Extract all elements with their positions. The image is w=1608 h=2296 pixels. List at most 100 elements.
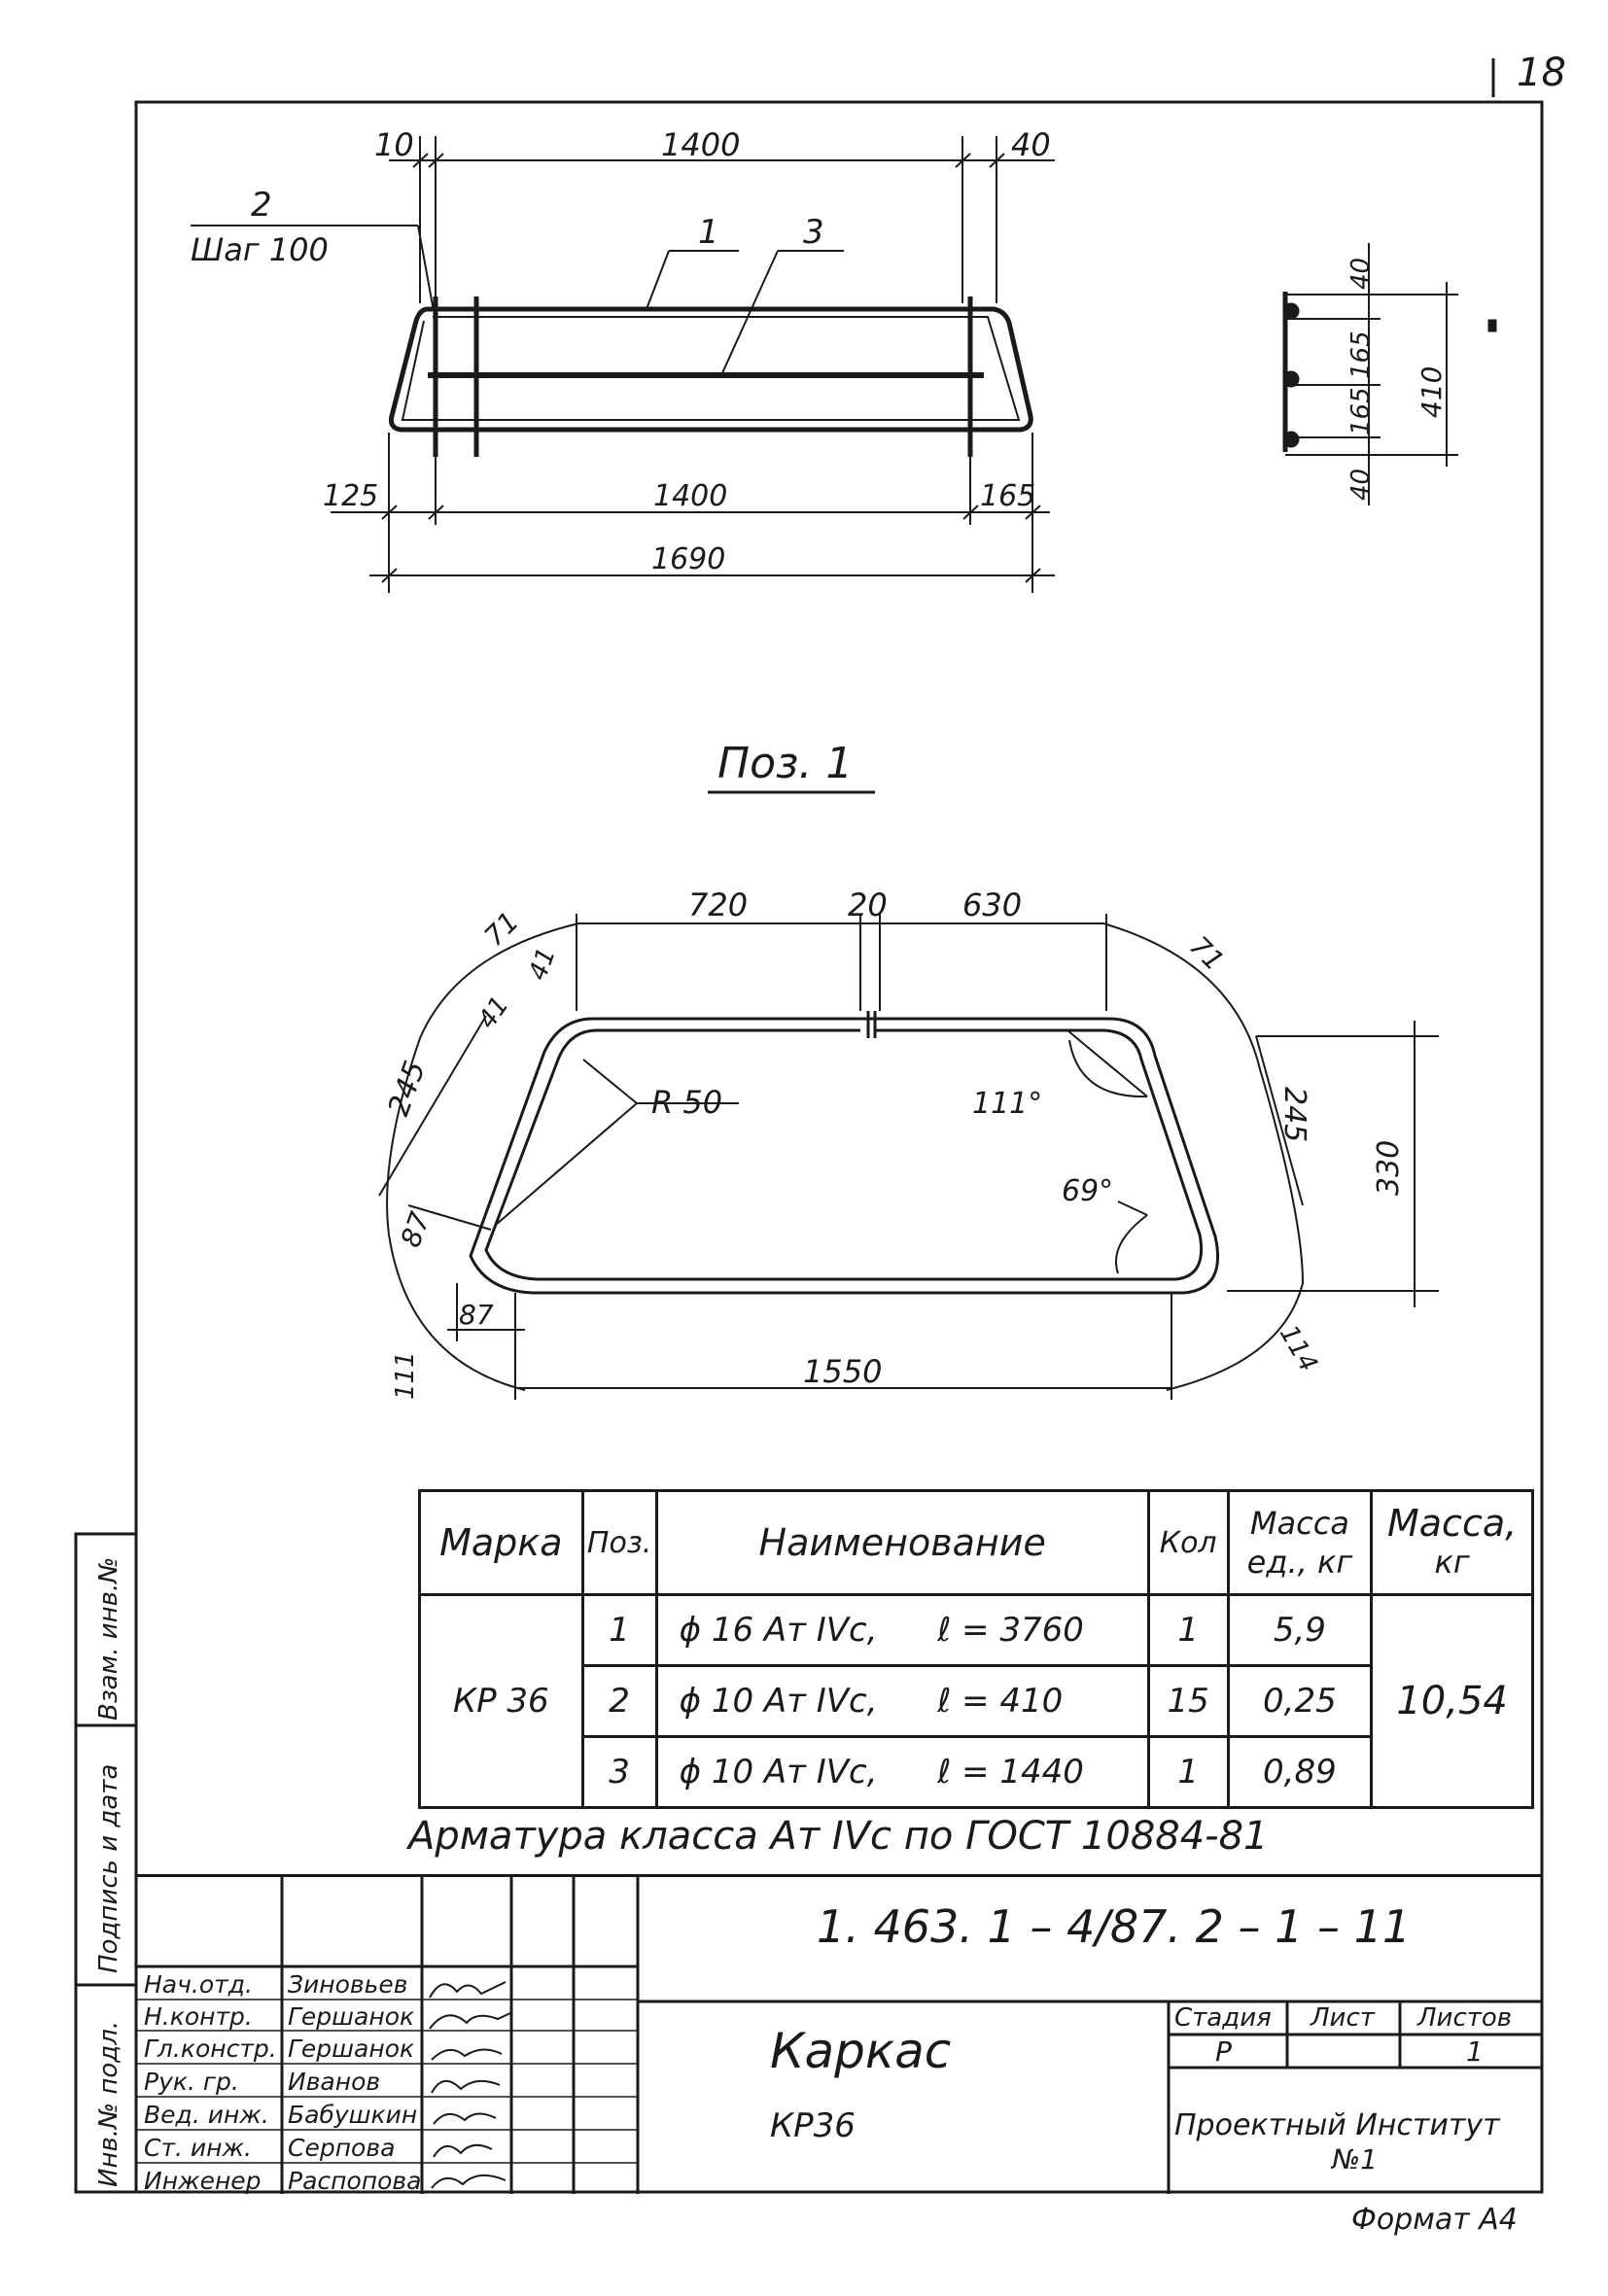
dim-71-right: 71: [1183, 930, 1231, 978]
dim-330: 330: [1372, 1140, 1406, 1196]
cell-pos: 2: [580, 1664, 658, 1738]
person-name: Иванов: [288, 2068, 381, 2096]
cell-mark: КР 36: [418, 1593, 584, 1809]
section-dim-40-bottom: 40: [1346, 469, 1376, 501]
dim-111-corner: 111: [391, 1351, 420, 1400]
person-row: Вед. инж. Бабушкин: [136, 2099, 642, 2131]
title-block: Нач.отд. Зиновьев Н.контр. Гершанок Гл.к…: [136, 1874, 1542, 2197]
dim-1550: 1550: [803, 1353, 882, 1390]
dim-top-10: 10: [374, 126, 414, 163]
stamp-inv-no: Инв.№ подл.: [94, 2021, 123, 2187]
person-name: Распопова: [288, 2167, 422, 2195]
section-dim-165b: 165: [1346, 387, 1376, 435]
header-unit-mass-line2: ед., кг: [1246, 1544, 1353, 1581]
angle-69: 69°: [1062, 1174, 1113, 1208]
stamp-signature: Подпись и дата: [94, 1764, 123, 1973]
header-mass-line2: кг: [1434, 1544, 1470, 1581]
cell-total-mass: 10,54: [1370, 1593, 1534, 1809]
cell-unit-mass: 5,9: [1226, 1593, 1374, 1667]
sheets-label: Листов: [1417, 2003, 1513, 2033]
table-row: 2 ϕ 10 Ат IVс, ℓ = 410 15 0,25: [420, 1664, 1533, 1738]
person-row: Ст. инж. Серпова: [136, 2132, 642, 2164]
drawing-mark: КР36: [770, 2106, 856, 2145]
sheet-frame: [134, 100, 1544, 2194]
person-row: Гл.констр. Гершанок: [136, 2033, 642, 2065]
sheets-value: 1: [1466, 2035, 1484, 2068]
person-name: Гершанок: [288, 2002, 415, 2031]
header-unit-mass: Масса ед., кг: [1226, 1489, 1374, 1596]
header-mass: Масса, кг: [1370, 1489, 1534, 1596]
cell-pos: 1: [580, 1593, 658, 1667]
stage-label: Стадия: [1174, 2003, 1272, 2033]
reinforcement-note: Арматура класса Ат IVс по ГОСТ 10884-81: [408, 1814, 1269, 1859]
document-code: 1. 463. 1 – 4/87. 2 – 1 – 11: [817, 1900, 1412, 1953]
table-row: КР 36 1 ϕ 16 Ат IVс, ℓ = 3760 1 5,9 10,5…: [418, 1593, 1534, 1809]
header-pos: Поз.: [580, 1489, 658, 1596]
organization-line1: Проектный Институт: [1174, 2108, 1500, 2142]
leader-1: 1: [698, 213, 719, 252]
dim-245-left: 245: [382, 1057, 433, 1121]
cell-name-bar: ϕ 10 Ат IVс,: [679, 1753, 878, 1792]
dim-radius: R 50: [651, 1084, 722, 1121]
section-dim-40-top: 40: [1346, 258, 1376, 290]
sheet-label: Лист: [1311, 2003, 1375, 2033]
person-name: Бабушкин: [288, 2101, 418, 2129]
person-role: Гл.констр.: [144, 2035, 277, 2063]
cell-name-length: ℓ = 1440: [937, 1753, 1084, 1792]
cell-qty: 1: [1146, 1735, 1230, 1809]
cell-qty: 1: [1146, 1593, 1230, 1667]
header-mark: Марка: [418, 1489, 584, 1596]
person-role: Нач.отд.: [144, 1970, 253, 1999]
dim-bottom-1400: 1400: [653, 479, 727, 513]
leader-2-text: Шаг 100: [191, 231, 329, 268]
header-qty: Кол: [1146, 1489, 1230, 1596]
person-row: Нач.отд. Зиновьев: [136, 1968, 642, 2000]
stage-value: Р: [1215, 2035, 1232, 2068]
format-label: Формат А4: [1351, 2203, 1518, 2237]
person-role: Н.контр.: [144, 2002, 253, 2031]
person-role: Ст. инж.: [144, 2134, 252, 2162]
dim-total-1690: 1690: [651, 542, 725, 576]
drawing-2: [378, 914, 1439, 1400]
leader-3: 3: [803, 213, 824, 252]
person-name: Гершанок: [288, 2035, 415, 2063]
specification-table: Марка Поз. Наименование Кол Масса ед., к…: [418, 1489, 1534, 1809]
cell-pos: 3: [580, 1735, 658, 1809]
dim-114-corner: 114: [1274, 1321, 1323, 1377]
dim-720: 720: [688, 887, 748, 923]
header-unit-mass-line1: Масса: [1249, 1505, 1349, 1542]
dim-87-bottom: 87: [459, 1299, 494, 1331]
table-header-row: Марка Поз. Наименование Кол Масса ед., к…: [418, 1489, 1534, 1596]
header-name: Наименование: [654, 1489, 1150, 1596]
cell-name: ϕ 10 Ат IVс, ℓ = 410: [654, 1664, 1150, 1738]
dim-top-1400: 1400: [661, 126, 740, 163]
person-role: Рук. гр.: [144, 2068, 239, 2096]
cell-name-bar: ϕ 10 Ат IVс,: [679, 1682, 878, 1721]
person-role: Вед. инж.: [144, 2101, 269, 2129]
cell-name-length: ℓ = 410: [937, 1682, 1064, 1721]
dim-87-left: 87: [395, 1207, 437, 1251]
dim-gap-20: 20: [848, 887, 888, 923]
title-block-grid: [136, 1877, 1542, 2194]
cell-name-bar: ϕ 16 Ат IVс,: [679, 1611, 878, 1650]
cell-unit-mass: 0,89: [1226, 1735, 1374, 1809]
cell-name: ϕ 10 Ат IVс, ℓ = 1440: [654, 1735, 1150, 1809]
person-role: Инженер: [144, 2167, 262, 2195]
table-row: 3 ϕ 10 Ат IVс, ℓ = 1440 1 0,89: [420, 1735, 1533, 1809]
section-dim-165a: 165: [1346, 330, 1376, 379]
angle-111: 111°: [972, 1087, 1042, 1121]
header-mass-line1: Масса,: [1386, 1502, 1518, 1545]
position-title: Поз. 1: [717, 739, 853, 788]
signatures: [429, 1981, 511, 2189]
person-row: Инженер Распопова: [136, 2165, 642, 2197]
organization-line2: №1: [1332, 2143, 1378, 2175]
dim-41-a: 41: [523, 944, 562, 984]
person-row: Рук. гр. Иванов: [136, 2066, 642, 2098]
page-number: 18: [1517, 51, 1566, 95]
dim-630: 630: [962, 887, 1022, 923]
person-name: Зиновьев: [288, 1970, 408, 1999]
person-row: Н.контр. Гершанок: [136, 2000, 642, 2033]
cell-qty: 15: [1146, 1664, 1230, 1738]
leader-2-number: 2: [251, 186, 272, 225]
